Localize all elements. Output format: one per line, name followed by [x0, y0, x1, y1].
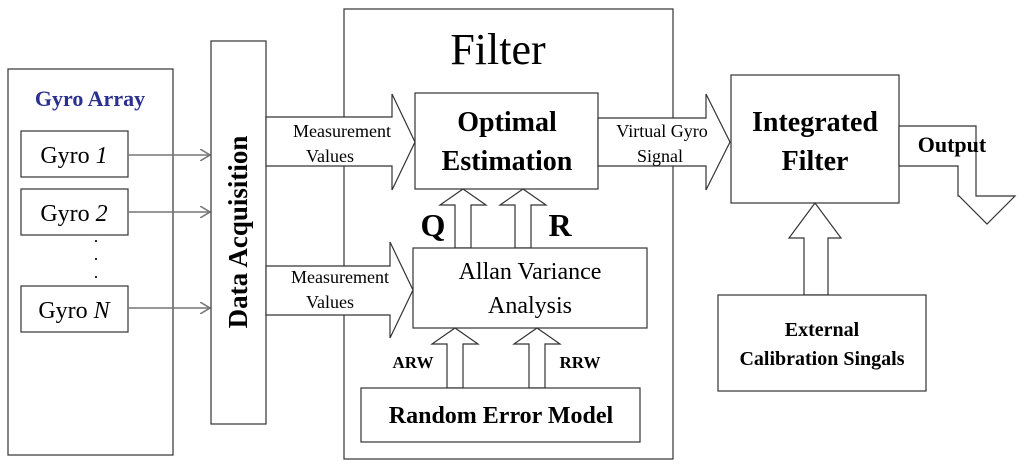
integrated-filter-line2: Filter [782, 146, 849, 177]
ellipsis-dot-1: · [93, 231, 99, 251]
gyro-1-label: Gyro 1 [40, 143, 107, 169]
ellipsis-dot-2: · [93, 249, 99, 269]
allan-variance-line2: Analysis [488, 293, 572, 319]
arw-label: ARW [393, 353, 434, 372]
data-acquisition-label: Data Acquisition [223, 136, 253, 329]
gyro-n-prefix: Gyro [38, 298, 93, 324]
calibration-arrow [787, 201, 843, 296]
filter-box [343, 8, 674, 460]
measurement-values-bottom-line2: Values [306, 292, 354, 312]
random-error-model-label: Random Error Model [389, 403, 614, 429]
output-arrow [898, 125, 1017, 225]
random-error-model-box [360, 387, 641, 443]
gyro-2-box [20, 188, 129, 236]
gyro-n-index: N [93, 298, 112, 324]
gyro-1-index: 1 [96, 143, 108, 169]
q-label: Q [421, 207, 446, 243]
measurement-values-top-line1: Measurement [293, 121, 391, 141]
r-arrow [498, 188, 548, 249]
gyro-2-index: 2 [96, 201, 108, 227]
output-label: Output [918, 132, 987, 157]
allan-variance-box [412, 247, 648, 329]
measurement-arrow-bottom [265, 241, 414, 339]
gyro-array-box [7, 68, 174, 456]
optimal-estimation-box [414, 92, 599, 190]
gyro-n-box [20, 285, 129, 333]
measurement-values-top-line2: Values [306, 146, 354, 166]
allan-variance-line1: Allan Variance [459, 259, 602, 285]
gyro-array-title: Gyro Array [35, 86, 145, 111]
rrw-label: RRW [560, 353, 601, 372]
integrated-filter-box [730, 74, 900, 204]
external-calibration-line2: Calibration Singals [739, 348, 904, 370]
arw-arrow [430, 327, 480, 389]
external-calibration-box [717, 294, 927, 392]
virtual-gyro-line1: Virtual Gyro [616, 121, 707, 141]
gyro-2-prefix: Gyro [40, 201, 95, 227]
measurement-arrow-top [265, 93, 416, 191]
gyro-2-label: Gyro 2 [40, 201, 107, 227]
ellipsis-dot-3: · [93, 267, 99, 287]
optimal-estimation-line1: Optimal [457, 107, 557, 138]
measurement-values-bottom-line1: Measurement [291, 267, 389, 287]
gyro-1-box [20, 130, 129, 178]
external-calibration-line1: External [785, 319, 860, 341]
rrw-arrow [512, 327, 562, 389]
data-acquisition-box [210, 40, 267, 425]
filter-title: Filter [450, 25, 546, 74]
integrated-filter-line1: Integrated [752, 107, 878, 138]
virtual-gyro-arrow [597, 93, 731, 191]
optimal-estimation-line2: Estimation [442, 146, 573, 177]
gyro-n-label: Gyro N [38, 298, 111, 324]
r-label: R [548, 207, 572, 243]
q-arrow [438, 188, 488, 249]
virtual-gyro-line2: Signal [637, 146, 683, 166]
gyro-1-prefix: Gyro [40, 143, 95, 169]
